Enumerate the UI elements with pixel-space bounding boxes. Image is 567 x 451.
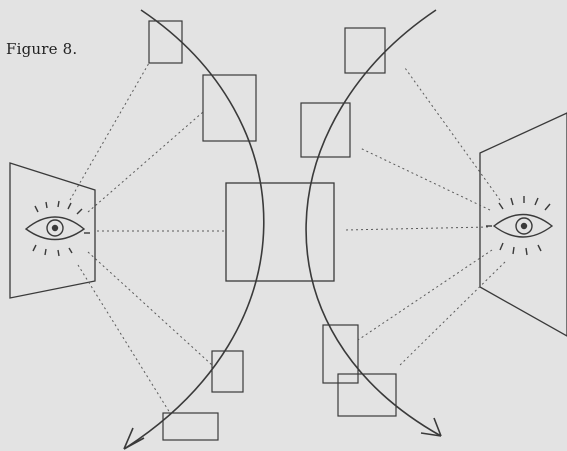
figure-caption: Figure 8.	[6, 40, 78, 58]
right-sight-lines	[344, 67, 506, 368]
right-arc-arrowhead	[420, 417, 442, 437]
square-bottom-right-large	[337, 373, 397, 417]
square-top-right-large	[300, 102, 351, 158]
left-eye-icon	[24, 200, 90, 257]
right-eye-icon	[486, 196, 554, 256]
square-top-right-small	[344, 27, 386, 74]
square-top-left-large	[202, 74, 257, 142]
square-bottom-left-flat	[162, 412, 219, 441]
left-sight-lines	[69, 62, 226, 414]
right-viewing-plane	[479, 112, 567, 337]
left-arc-arrowhead	[123, 427, 145, 450]
square-bottom-left-small	[211, 350, 244, 393]
right-arc-arrow	[305, 9, 442, 437]
central-square	[225, 182, 335, 282]
left-arc-arrow	[123, 9, 265, 450]
square-bottom-right-tall	[322, 324, 359, 384]
left-viewing-plane	[9, 162, 96, 299]
